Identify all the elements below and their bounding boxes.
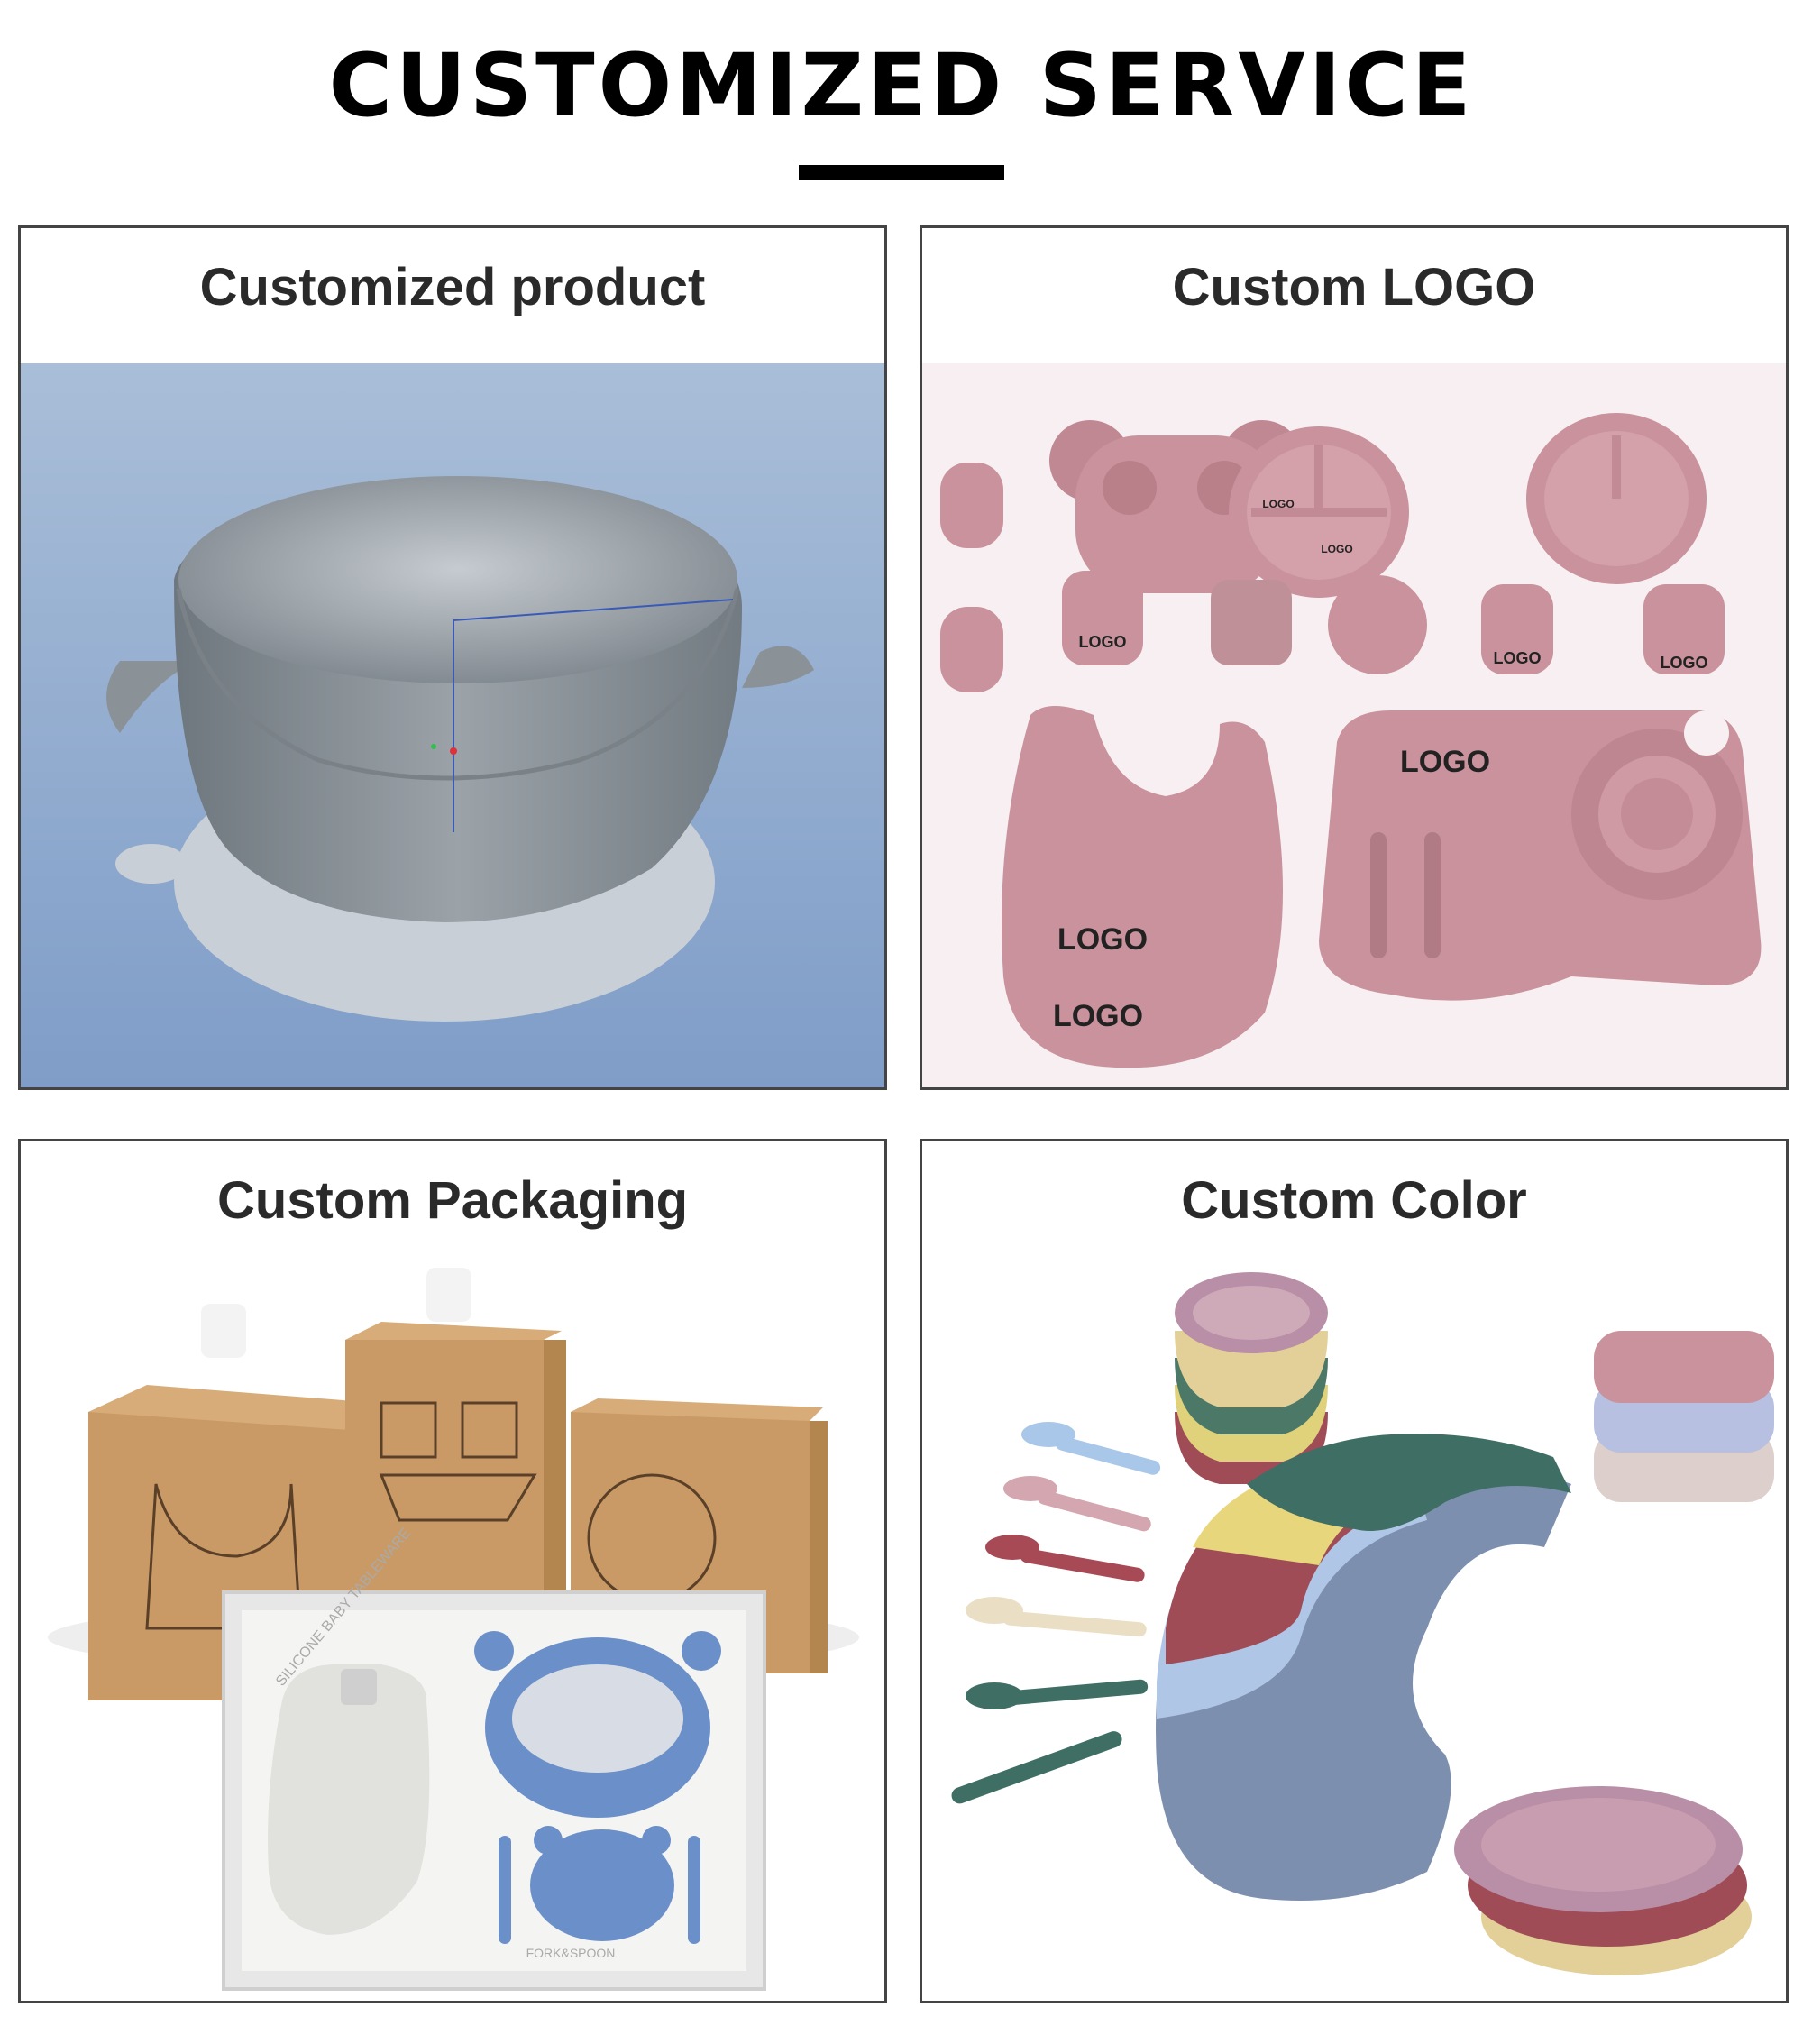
logo-mark: LOGO [1057, 922, 1148, 957]
logo-mark: LOGO [1400, 745, 1490, 779]
panel-title: Custom Packaging [216, 1171, 689, 1230]
packaging-image: SILICONE BABY TABLEWARE FORK&SPOON [21, 1250, 884, 2001]
logo-mark: LOGO [1053, 999, 1143, 1033]
panel-title: Customized product [199, 258, 706, 316]
color-variants-image [922, 1250, 1786, 2001]
logo-mark: LOGO [1321, 543, 1352, 555]
tray-label: FORK&SPOON [526, 1946, 616, 1960]
panel-customized-product: Customized product [18, 225, 887, 1090]
title-underline [799, 165, 1004, 180]
panel-title: Custom Color [1181, 1171, 1527, 1230]
panel-title: Custom LOGO [1172, 258, 1536, 316]
panel-custom-packaging: Custom Packaging [18, 1139, 887, 2003]
logo-mark: LOGO [1262, 498, 1294, 510]
logo-tableware-image: LOGO LOGO LOGO LOGO LOGO LOGO LOGO LOGO [922, 363, 1786, 1087]
panel-custom-logo: Custom LOGO [920, 225, 1789, 1090]
cad-bowl-image [21, 363, 884, 1087]
logo-mark: LOGO [1079, 633, 1127, 651]
panel-custom-color: Custom Color [920, 1139, 1789, 2003]
logo-mark: LOGO [1661, 654, 1708, 672]
logo-mark: LOGO [1494, 649, 1542, 667]
page-title: CUSTOMIZED SERVICE [328, 35, 1475, 136]
